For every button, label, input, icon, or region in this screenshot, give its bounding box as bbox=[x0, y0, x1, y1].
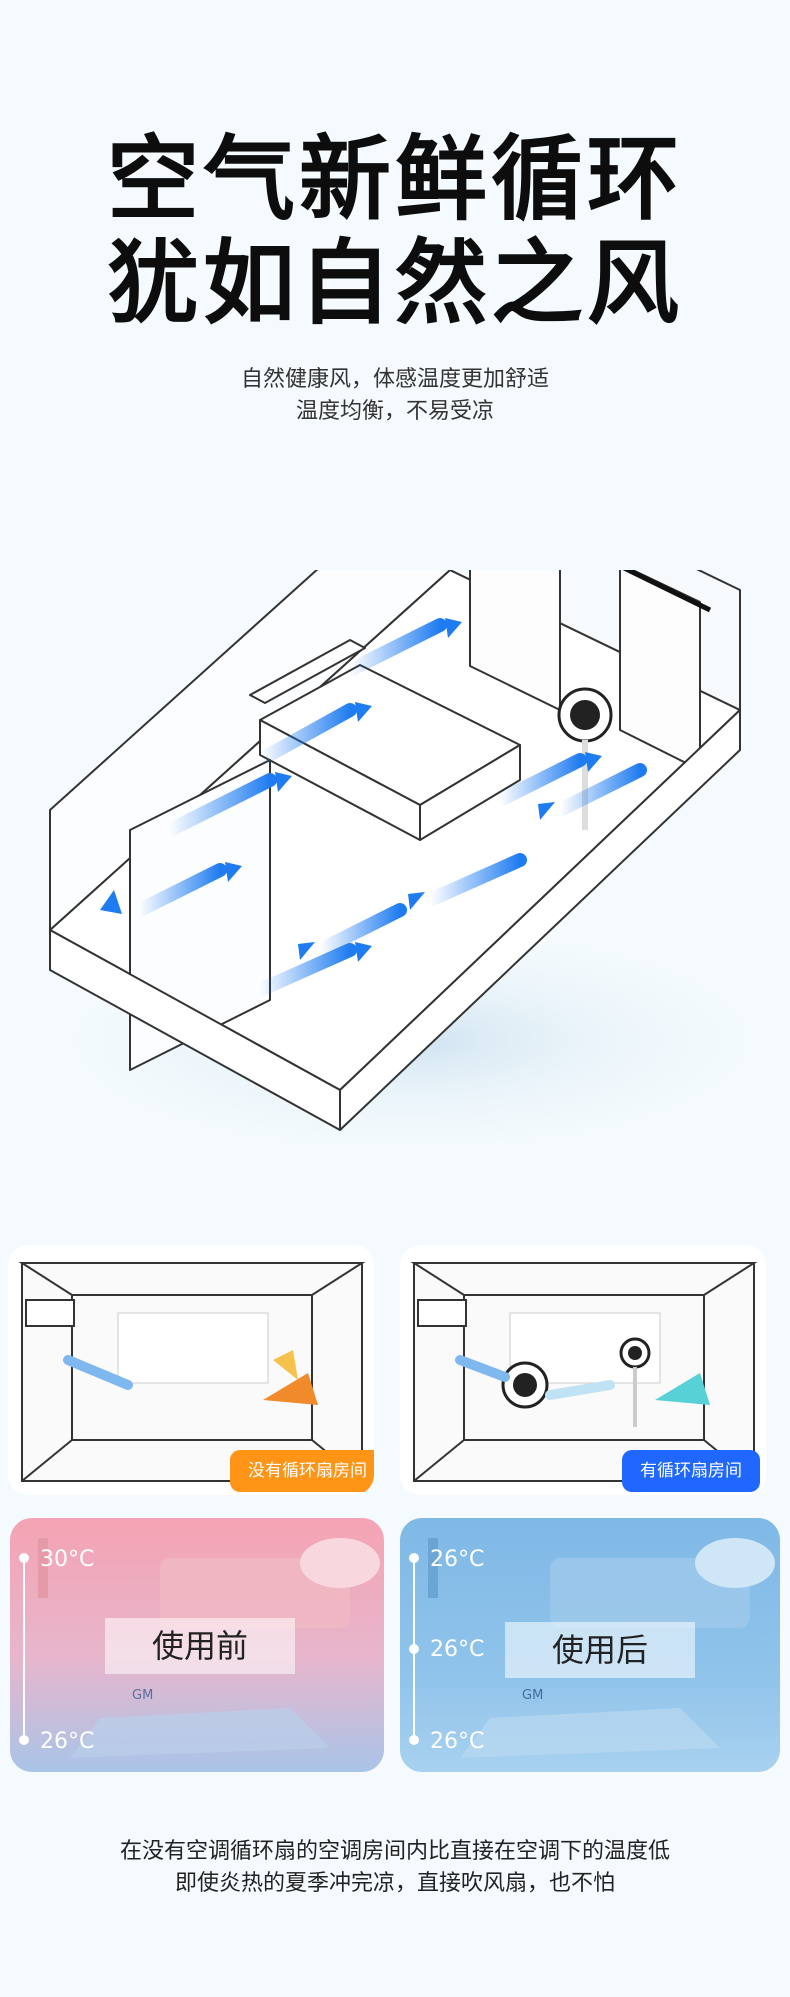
after-temp-mid: 26°C bbox=[430, 1637, 485, 1662]
badge-with-fan: 有循环扇房间 bbox=[622, 1450, 760, 1492]
comparison-card-with-fan: 有循环扇房间 bbox=[400, 1245, 766, 1495]
arrow-heads bbox=[100, 618, 602, 962]
footer-line-1: 在没有空调循环扇的空调房间内比直接在空调下的温度低 bbox=[119, 1839, 670, 1864]
subline: 自然健康风，体感温度更加舒适 温度均衡，不易受凉 bbox=[0, 364, 790, 428]
room-with-fan-illustration bbox=[410, 1262, 758, 1482]
comparison-card-without-fan: 没有循环扇房间 bbox=[8, 1245, 374, 1495]
after-photo: 26°C 26°C 26°C 使用后 GM bbox=[400, 1518, 780, 1772]
before-temp-bottom: 26°C bbox=[40, 1729, 95, 1754]
fan-icon bbox=[557, 687, 613, 830]
fan-icon-small bbox=[619, 1337, 651, 1427]
headline-line-1: 空气新鲜循环 bbox=[106, 126, 683, 233]
before-label: 使用前 bbox=[105, 1618, 295, 1674]
headline-line-2: 犹如自然之风 bbox=[106, 230, 683, 337]
subline-line-1: 自然健康风，体感温度更加舒适 bbox=[240, 367, 549, 392]
fan-icon-large bbox=[501, 1361, 549, 1409]
after-label: 使用后 bbox=[505, 1622, 695, 1678]
footer-text: 在没有空调循环扇的空调房间内比直接在空调下的温度低 即使炎热的夏季冲完凉，直接吹… bbox=[0, 1836, 790, 1900]
subline-line-2: 温度均衡，不易受凉 bbox=[295, 399, 494, 424]
airflow-arrows bbox=[133, 618, 647, 997]
footer-line-2: 即使炎热的夏季冲完凉，直接吹风扇，也不怕 bbox=[174, 1871, 615, 1896]
headline: 空气新鲜循环 犹如自然之风 bbox=[0, 128, 790, 336]
room-airflow-illustration bbox=[30, 570, 770, 1160]
room-without-fan-illustration bbox=[18, 1262, 366, 1482]
after-watermark: GM bbox=[522, 1688, 544, 1703]
before-watermark: GM bbox=[132, 1688, 154, 1703]
after-temp-top: 26°C bbox=[430, 1547, 485, 1572]
before-temp-top: 30°C bbox=[40, 1547, 95, 1572]
badge-without-fan: 没有循环扇房间 bbox=[230, 1450, 374, 1492]
after-temp-bottom: 26°C bbox=[430, 1729, 485, 1754]
before-photo: 30°C 26°C 使用前 GM bbox=[10, 1518, 384, 1772]
